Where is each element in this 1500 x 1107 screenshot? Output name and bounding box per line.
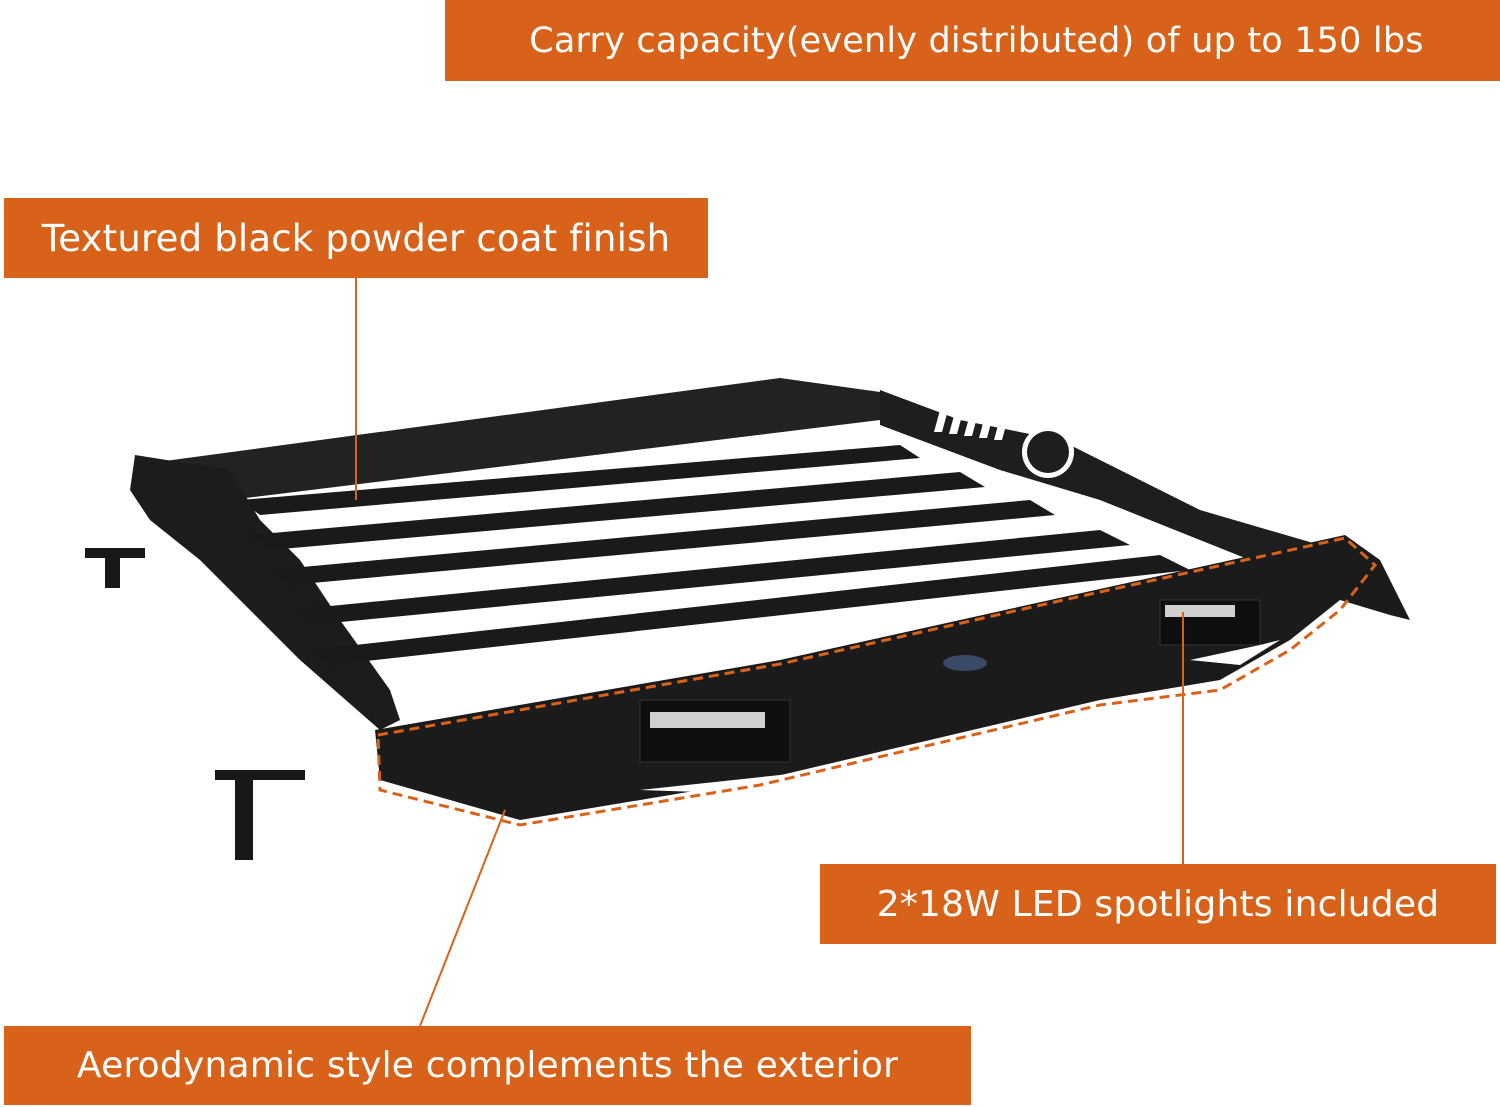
crossbars — [240, 445, 1190, 665]
finish-callout: Textured black powder coat finish — [4, 198, 708, 278]
capacity-callout: Carry capacity(evenly distributed) of up… — [445, 0, 1500, 81]
fairing-outline — [376, 536, 1378, 827]
callout-leaders — [355, 278, 1184, 1027]
led-callout: 2*18W LED spotlights included — [820, 864, 1496, 944]
aero-callout: Aerodynamic style complements the exteri… — [4, 1026, 971, 1105]
mounting-brackets — [85, 548, 305, 860]
front-fairing — [375, 535, 1410, 820]
fairing-cutout-right — [1190, 640, 1280, 665]
led-spotlight-right-lens — [1165, 605, 1235, 617]
fairing-cutout-left — [640, 770, 820, 792]
since-badge-inner — [1027, 431, 1069, 473]
brand-logo-icon — [943, 655, 987, 671]
led-spotlight-left — [639, 699, 791, 763]
led-spotlight-left-lens — [650, 712, 765, 728]
vent-slots-right — [934, 410, 1008, 440]
rack-back-rail — [135, 378, 880, 500]
